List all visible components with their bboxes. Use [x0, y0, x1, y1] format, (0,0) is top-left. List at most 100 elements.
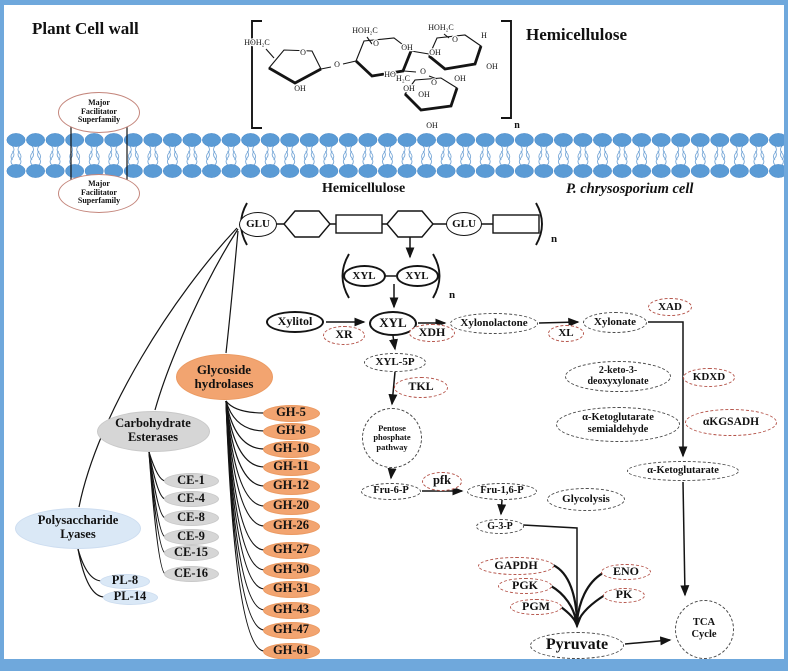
- lipid-head: [651, 133, 671, 147]
- lipid-tail: [694, 145, 699, 161]
- lipid-head: [378, 164, 397, 178]
- node-xylpair1: XYL: [342, 265, 386, 287]
- node-label: GLU: [452, 217, 476, 230]
- node-xl: XL: [548, 324, 584, 342]
- node-xdh: XDH: [409, 324, 455, 342]
- lipid-head: [632, 164, 652, 178]
- node-pgm: PGM: [510, 599, 562, 615]
- repeat-subscript-n: n: [449, 289, 455, 301]
- node-label: PL-8: [111, 573, 139, 588]
- node-pl8: PL-8: [100, 573, 150, 589]
- node-label: Superfamily: [77, 196, 121, 206]
- node-label: Major: [88, 97, 110, 107]
- lipid-head: [749, 164, 769, 178]
- lipid-tail: [323, 150, 328, 166]
- lipid-head: [651, 164, 671, 178]
- lipid-tail: [447, 150, 452, 166]
- lipid-head: [299, 133, 319, 147]
- atom-label: O: [431, 78, 437, 87]
- lipid-head: [397, 164, 417, 178]
- lipid-tail: [773, 145, 777, 161]
- lipid-tail: [506, 145, 511, 161]
- lipid-tail: [421, 145, 425, 161]
- lipid-head: [338, 164, 358, 178]
- lipid-tail: [604, 145, 608, 161]
- lipid-tail: [186, 145, 191, 161]
- lipid-tail: [682, 145, 687, 161]
- lipid-tail: [584, 145, 589, 161]
- lipid-head: [143, 133, 163, 147]
- node-gapdh: GAPDH: [478, 557, 554, 575]
- node-ce15: CE-15: [163, 545, 219, 561]
- node-label: GLU: [246, 217, 270, 230]
- lipid-tail: [499, 145, 504, 161]
- lipid-tail: [303, 150, 308, 166]
- node-gh61: GH-61: [262, 642, 320, 659]
- node-label: G-3-P: [487, 520, 513, 532]
- node-ce8: CE-8: [163, 510, 219, 526]
- lipid-tail: [232, 145, 237, 161]
- lipid-head: [280, 164, 300, 178]
- lipid-tail: [467, 145, 472, 161]
- lipid-tail: [623, 150, 628, 166]
- lipid-tail: [616, 150, 621, 166]
- node-label: Cycle: [691, 629, 717, 640]
- lipid-tail: [655, 145, 660, 161]
- lipid-tail: [225, 150, 230, 166]
- node-label: GH-8: [276, 423, 306, 438]
- lipid-tail: [518, 150, 523, 166]
- lipid-tail: [245, 145, 250, 161]
- atom-label: HOH₂C: [352, 26, 377, 35]
- atom-label: OH: [454, 74, 466, 83]
- lipid-tail: [623, 145, 628, 161]
- atom-label: O: [452, 35, 458, 44]
- node-label: Lyases: [60, 527, 96, 541]
- atom-label: O: [300, 48, 306, 57]
- node-label: PGM: [522, 599, 550, 614]
- lipid-head: [26, 164, 45, 178]
- lipid-tail: [675, 145, 680, 161]
- node-label: Pentose: [378, 422, 406, 433]
- lipid-head: [475, 164, 495, 178]
- gh-fan-curve: [225, 400, 265, 450]
- lipid-tail: [76, 150, 81, 166]
- lipid-head: [632, 133, 652, 147]
- gh-fan-curve: [225, 400, 265, 652]
- lipid-tail: [382, 150, 386, 166]
- lipid-tail: [636, 145, 641, 161]
- lipid-head: [514, 133, 534, 147]
- lipid-tail: [166, 150, 171, 166]
- lipid-tail: [382, 145, 386, 161]
- lipid-tail: [49, 150, 54, 166]
- lipid-tail: [421, 150, 425, 166]
- lipid-tail: [408, 145, 413, 161]
- node-label: Xylitol: [277, 314, 313, 329]
- lipid-tail: [447, 145, 452, 161]
- lipid-tail: [753, 145, 758, 161]
- node-xyl: XYL: [369, 310, 417, 336]
- lipid-head: [710, 133, 730, 147]
- lipid-head: [241, 164, 261, 178]
- node-gh8: GH-8: [262, 422, 320, 440]
- lipid-tail: [88, 150, 93, 166]
- lipid-tail: [17, 150, 22, 166]
- pathway-arrows: [326, 237, 690, 646]
- node-label: 2-keto-3-: [598, 365, 638, 376]
- lipid-tail: [17, 145, 22, 161]
- node-kdxd: KDXD: [683, 367, 735, 387]
- lipid-head: [573, 164, 593, 178]
- atom-label: OH: [401, 43, 413, 52]
- node-label: GH-43: [272, 602, 310, 617]
- lipid-tail: [330, 150, 335, 166]
- lipid-tail: [440, 145, 445, 161]
- lipid-head: [358, 164, 378, 178]
- lipid-tail: [538, 145, 543, 161]
- lipid-head: [378, 133, 397, 147]
- lipid-tail: [173, 145, 178, 161]
- lipid-tail: [486, 145, 491, 161]
- lipid-tail: [310, 145, 315, 161]
- node-xyl5p: XYL-5P: [364, 352, 426, 372]
